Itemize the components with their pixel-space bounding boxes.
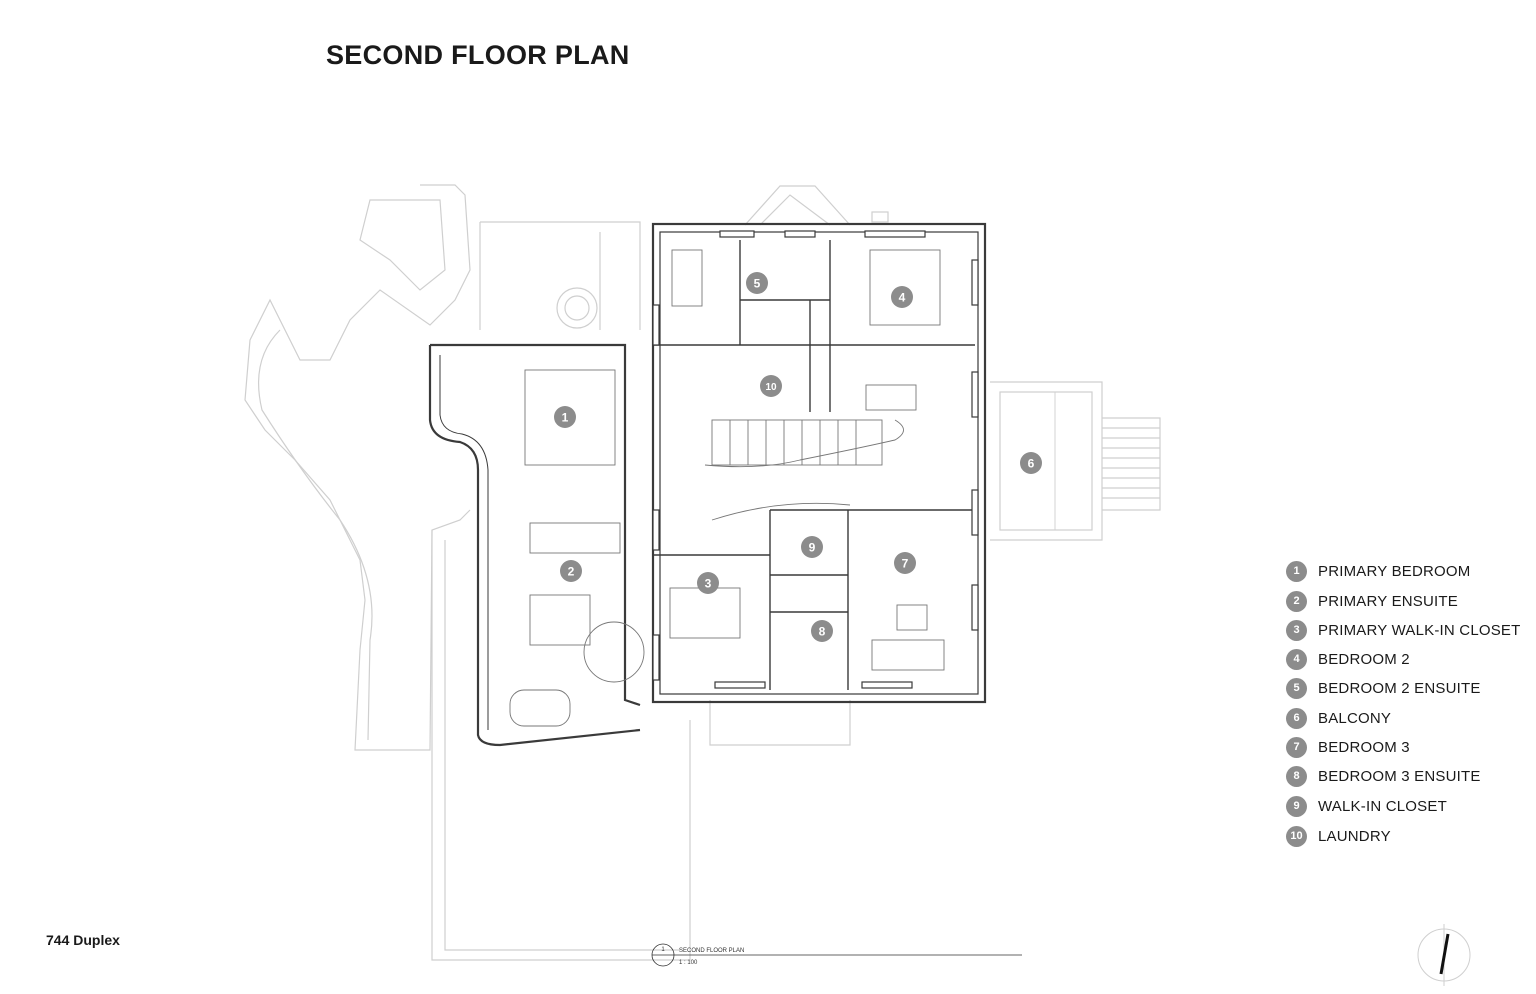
room-marker-3: 3 [697,572,719,594]
drawing-reference-tag: 1 SECOND FLOOR PLAN 1 : 100 [651,943,1022,967]
room-marker-1: 1 [554,406,576,428]
legend-item: 9 WALK-IN CLOSET [1286,795,1447,817]
legend-number-badge: 7 [1286,736,1307,758]
svg-text:3: 3 [705,577,712,591]
room-marker-5: 5 [746,272,768,294]
legend-item: 5 BEDROOM 2 ENSUITE [1286,677,1481,699]
legend-item: 10 LAUNDRY [1286,825,1391,847]
legend-label: BEDROOM 3 [1318,738,1410,756]
legend-label: PRIMARY WALK-IN CLOSET [1318,621,1521,639]
legend-item: 7 BEDROOM 3 [1286,736,1410,758]
svg-text:1: 1 [661,947,665,953]
svg-text:7: 7 [902,557,909,571]
project-name: 744 Duplex [46,932,120,948]
legend-number-badge: 1 [1286,560,1307,582]
svg-text:SECOND FLOOR PLAN: SECOND FLOOR PLAN [679,948,744,954]
room-marker-9: 9 [801,536,823,558]
legend-number-badge: 4 [1286,648,1307,670]
legend-number-badge: 9 [1286,795,1307,817]
legend-item: 2 PRIMARY ENSUITE [1286,590,1458,612]
svg-text:4: 4 [899,291,906,305]
svg-text:8: 8 [819,625,826,639]
legend-number-badge: 8 [1286,765,1307,787]
legend-item: 8 BEDROOM 3 ENSUITE [1286,765,1481,787]
walls [428,222,987,747]
page-title: SECOND FLOOR PLAN [326,40,630,70]
legend-label: PRIMARY ENSUITE [1318,592,1458,610]
svg-text:5: 5 [754,277,761,291]
svg-text:6: 6 [1028,457,1035,471]
room-markers: 1 2 3 4 5 6 7 8 [554,272,1042,642]
svg-text:2: 2 [568,565,575,579]
room-marker-7: 7 [894,552,916,574]
north-arrow-icon [1417,924,1471,986]
legend-label: BEDROOM 3 ENSUITE [1318,767,1481,785]
room-marker-6: 6 [1020,452,1042,474]
legend-number-badge: 6 [1286,707,1307,729]
site-context [244,184,1161,961]
svg-text:10: 10 [765,382,777,393]
legend-number-badge: 10 [1286,825,1307,847]
legend-number-badge: 2 [1286,590,1307,612]
legend-number-badge: 5 [1286,677,1307,699]
legend-number-badge: 3 [1286,619,1307,641]
legend-item: 4 BEDROOM 2 [1286,648,1410,670]
windows [652,230,979,689]
legend-label: PRIMARY BEDROOM [1318,562,1471,580]
room-marker-8: 8 [811,620,833,642]
svg-text:1 : 100: 1 : 100 [679,960,698,966]
interior-fixtures [509,249,1056,727]
legend-label: BEDROOM 2 [1318,650,1410,668]
legend-item: 1 PRIMARY BEDROOM [1286,560,1470,582]
legend-label: LAUNDRY [1318,827,1391,845]
legend-label: WALK-IN CLOSET [1318,797,1447,815]
room-marker-2: 2 [560,560,582,582]
legend-label: BALCONY [1318,709,1392,727]
room-marker-10: 10 [760,375,782,397]
legend-item: 3 PRIMARY WALK-IN CLOSET [1286,619,1521,641]
room-marker-4: 4 [891,286,913,308]
svg-text:1: 1 [562,411,569,425]
legend-item: 6 BALCONY [1286,707,1391,729]
svg-text:9: 9 [809,541,816,555]
legend-label: BEDROOM 2 ENSUITE [1318,679,1481,697]
